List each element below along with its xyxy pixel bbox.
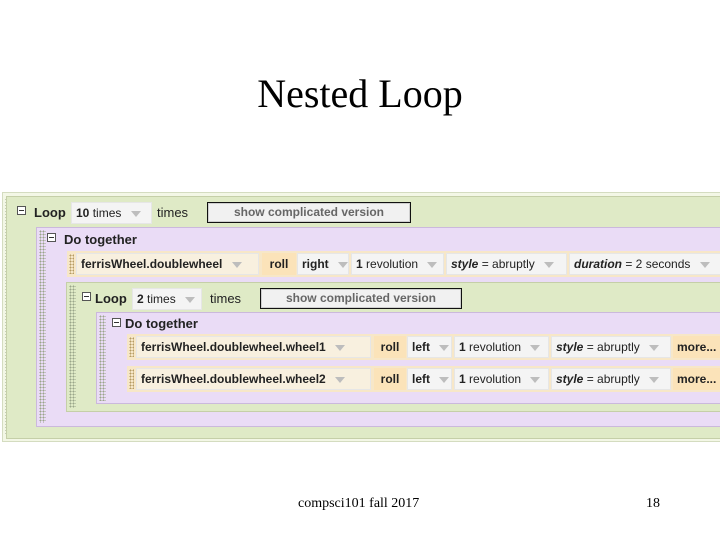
amount-unit: revolution xyxy=(366,257,419,271)
dropdown-arrow-icon xyxy=(335,344,346,351)
object-dropdown[interactable]: ferrisWheel.doublewheel xyxy=(76,253,259,275)
collapse-outer-do-icon[interactable] xyxy=(47,233,56,242)
style-key: style xyxy=(451,257,479,271)
outer-show-complicated-button[interactable]: show complicated version xyxy=(207,202,411,223)
object-name: ferrisWheel.doublewheel.wheel1 xyxy=(141,340,326,354)
collapse-inner-loop-icon[interactable] xyxy=(82,292,91,301)
page-number: 18 xyxy=(646,496,660,511)
statement-drag-handle[interactable] xyxy=(69,254,74,274)
amount-unit: revolution xyxy=(469,372,522,386)
inner-do-together-label: Do together xyxy=(125,316,198,331)
more-button[interactable]: more... xyxy=(673,368,720,390)
style-value: = abruptly xyxy=(586,340,640,354)
object-dropdown[interactable]: ferrisWheel.doublewheel.wheel2 xyxy=(136,368,371,390)
style-value: = abruptly xyxy=(586,372,640,386)
outer-loop-count-dropdown[interactable]: 10 times xyxy=(71,202,152,224)
method-roll: roll xyxy=(374,336,406,358)
direction-value: left xyxy=(412,340,430,354)
style-key: style xyxy=(556,340,584,354)
inner-loop-count-unit: times xyxy=(147,292,176,306)
inner-show-complicated-button[interactable]: show complicated version xyxy=(260,288,462,309)
duration-value: = 2 seconds xyxy=(625,257,691,271)
dropdown-arrow-icon xyxy=(439,344,450,351)
inner-do-together-block[interactable]: Do together ferrisWheel.doublewheel.whee… xyxy=(96,312,720,404)
wheel1-roll-statement[interactable]: ferrisWheel.doublewheel.wheel1 roll left… xyxy=(127,334,720,360)
doublewheel-roll-statement[interactable]: ferrisWheel.doublewheel roll right 1 rev… xyxy=(67,251,720,277)
code-editor: Loop 10 times times show complicated ver… xyxy=(2,192,720,442)
direction-value: right xyxy=(302,257,329,271)
style-dropdown[interactable]: style = abruptly xyxy=(551,336,671,358)
object-dropdown[interactable]: ferrisWheel.doublewheel.wheel1 xyxy=(136,336,371,358)
dropdown-arrow-icon xyxy=(530,376,541,383)
statement-drag-handle[interactable] xyxy=(129,369,134,389)
dropdown-arrow-icon xyxy=(530,344,541,351)
outer-do-grip[interactable] xyxy=(39,230,46,423)
inner-loop-count-dropdown[interactable]: 2 times xyxy=(132,288,202,310)
slide-title: Nested Loop xyxy=(257,71,463,116)
amount-value: 1 xyxy=(356,257,363,271)
amount-dropdown[interactable]: 1 revolution xyxy=(351,253,444,275)
amount-dropdown[interactable]: 1 revolution xyxy=(454,336,549,358)
wheel2-roll-statement[interactable]: ferrisWheel.doublewheel.wheel2 roll left… xyxy=(127,366,720,392)
outer-loop-keyword: Loop xyxy=(34,205,66,220)
object-name: ferrisWheel.doublewheel.wheel2 xyxy=(141,372,326,386)
dropdown-arrow-icon xyxy=(649,344,660,351)
outer-loop-count: 10 xyxy=(76,206,90,220)
outer-loop-count-unit: times xyxy=(92,206,122,220)
statement-drag-handle[interactable] xyxy=(129,337,134,357)
dropdown-arrow-icon xyxy=(338,261,349,268)
dropdown-arrow-icon xyxy=(649,376,660,383)
method-roll: roll xyxy=(374,368,406,390)
duration-dropdown[interactable]: duration = 2 seconds xyxy=(569,253,720,275)
dropdown-arrow-icon xyxy=(130,210,141,217)
inner-do-grip[interactable] xyxy=(99,315,106,401)
inner-loop-times-label: times xyxy=(210,291,242,306)
outer-loop-times-label: times xyxy=(157,205,189,220)
collapse-outer-loop-icon[interactable] xyxy=(17,206,26,215)
dropdown-arrow-icon xyxy=(544,261,555,268)
amount-value: 1 xyxy=(459,340,466,354)
style-value: = abruptly xyxy=(481,257,535,271)
inner-loop-count: 2 xyxy=(137,292,144,306)
inner-loop-keyword: Loop xyxy=(95,291,127,306)
dropdown-arrow-icon xyxy=(231,261,242,268)
dropdown-arrow-icon xyxy=(699,261,710,268)
method-roll: roll xyxy=(262,253,296,275)
dropdown-arrow-icon xyxy=(185,296,196,303)
direction-dropdown[interactable]: left xyxy=(407,368,452,390)
style-dropdown[interactable]: style = abruptly xyxy=(551,368,671,390)
duration-key: duration xyxy=(574,257,622,271)
footer-course: compsci101 fall 2017 xyxy=(298,496,420,511)
object-name: ferrisWheel.doublewheel xyxy=(81,257,223,271)
collapse-inner-do-icon[interactable] xyxy=(112,318,121,327)
inner-loop-grip[interactable] xyxy=(69,285,76,408)
outer-do-together-label: Do together xyxy=(64,232,137,247)
dropdown-arrow-icon xyxy=(427,261,438,268)
dropdown-arrow-icon xyxy=(335,376,346,383)
amount-dropdown[interactable]: 1 revolution xyxy=(454,368,549,390)
direction-dropdown[interactable]: left xyxy=(407,336,452,358)
amount-unit: revolution xyxy=(469,340,522,354)
direction-value: left xyxy=(412,372,430,386)
style-key: style xyxy=(556,372,584,386)
direction-dropdown[interactable]: right xyxy=(297,253,349,275)
style-dropdown[interactable]: style = abruptly xyxy=(446,253,567,275)
more-button[interactable]: more... xyxy=(673,336,720,358)
amount-value: 1 xyxy=(459,372,466,386)
dropdown-arrow-icon xyxy=(439,376,450,383)
